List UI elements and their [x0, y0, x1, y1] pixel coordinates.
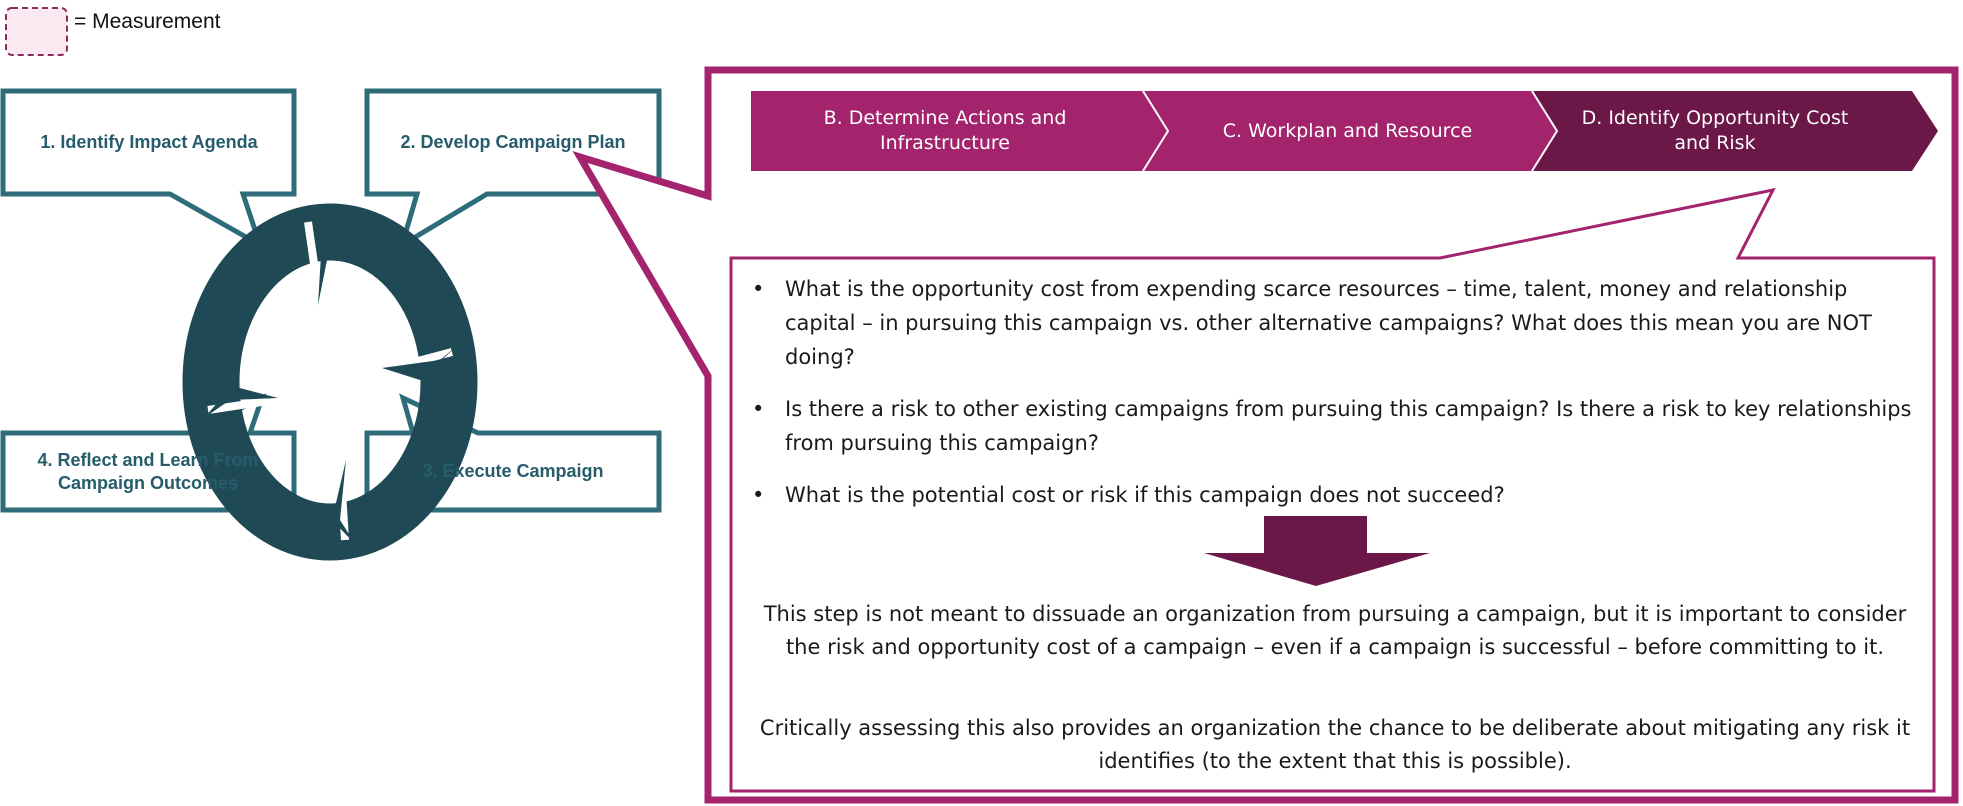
chevron-d-label: D. Identify Opportunity Cost and Risk [1581, 107, 1849, 154]
step-1-label: 1. Identify Impact Agenda [40, 131, 258, 152]
down-arrow-icon [1204, 516, 1430, 586]
chevron-b-label: B. Determine Actions and Infrastructure [823, 107, 1067, 154]
question-item: •Is there a risk to other existing campa… [752, 397, 1912, 455]
chevron-c-label: C. Workplan and Resource [1222, 119, 1473, 142]
step-1-callout-shape [0, 88, 297, 251]
step-2-callout-shape [364, 88, 662, 251]
step-3-label: 3. Execute Campaign [422, 461, 604, 482]
question-item: •What is the opportunity cost from expen… [752, 277, 1872, 369]
cycle-arrows-icon [182, 203, 478, 561]
conclusion-paragraph-2: Critically assessing this also provides … [759, 716, 1911, 773]
chevron-c-shape [1143, 91, 1557, 171]
step-4-label: 4. Reflect and Learn From Campaign Outco… [37, 449, 259, 493]
conclusion-paragraph-1: This step is not meant to dissuade an or… [763, 602, 1907, 659]
legend-label: = Measurement [74, 10, 221, 33]
question-list: •What is the opportunity cost from expen… [752, 272, 1912, 530]
measurement-legend-swatch [5, 7, 68, 56]
question-item: •What is the potential cost or risk if t… [752, 483, 1505, 507]
chevron-d-shape [1532, 91, 1938, 171]
step-2-label: 2. Develop Campaign Plan [400, 131, 626, 152]
chevron-b-shape [751, 91, 1168, 171]
content-callout-frame [729, 187, 1936, 793]
